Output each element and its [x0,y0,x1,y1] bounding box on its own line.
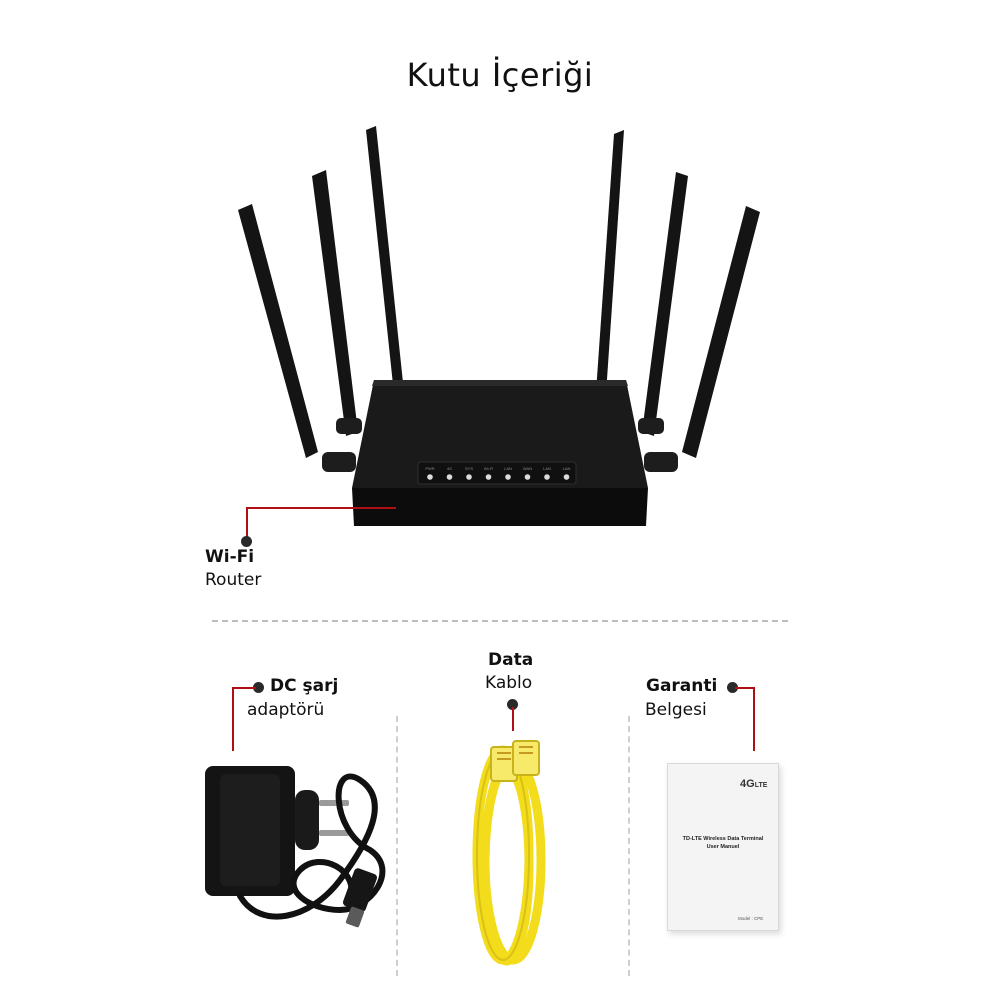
manual-title-line2: User Manuel [706,844,740,850]
divider-vertical-left [396,716,398,976]
adapter-pointer-dot [253,682,264,693]
router-label-bold: Wi-Fi [205,547,255,567]
router-led [544,474,550,480]
router-led-label: PWR [425,466,434,471]
router-led [427,474,433,480]
warranty-pointer-dot [727,682,738,693]
router-led [505,474,511,480]
router-led-label: 4G [447,466,452,471]
router-pointer-dot [241,536,252,547]
router-image: PWR 4G SYS Wi-Fi LAN WAN LAN LAN [238,126,760,526]
adapter-pointer-line-h [232,687,256,689]
router-led [466,474,472,480]
warranty-pointer-line [753,687,755,751]
manual-title-line1: TD-LTE Wireless Data Terminal [682,836,764,842]
warranty-label: Belgesi [645,700,707,720]
router-pointer-line-h [246,507,396,509]
warranty-label-bold: Garanti [646,676,718,696]
cable-image [472,740,546,966]
router-label: Router [205,570,262,590]
router-led [446,474,453,480]
router-led-label: Wi-Fi [484,466,493,471]
cable-label-bold: Data [488,650,534,670]
router-led-label: LAN [543,466,551,471]
router-led-label: SYS [465,466,473,471]
adapter-pointer-line [232,687,234,751]
manual-footer: Model : CPE [738,916,764,921]
router-led [563,474,570,480]
cable-pointer-line [512,707,514,731]
page-title: Kutu İçeriği [406,56,594,94]
router-led [485,474,492,480]
divider-horizontal [212,620,788,622]
divider-vertical-right [628,716,630,976]
warranty-booklet: 4GLTE TD-LTE Wireless Data Terminal User… [667,763,779,931]
adapter-image [205,766,386,928]
router-led-label: LAN [504,466,512,471]
cable-label: Kablo [485,673,533,693]
manual-logo: 4GLTE [740,778,768,790]
router-led-label: LAN [563,466,571,471]
router-pointer-line [246,507,248,541]
warranty-pointer-line-h [735,687,755,689]
router-led-label: WAN [523,466,532,471]
adapter-label-bold: DC şarj [270,676,339,696]
adapter-label: adaptörü [247,700,325,720]
router-led [524,474,531,480]
cable-pointer-dot [507,699,518,710]
